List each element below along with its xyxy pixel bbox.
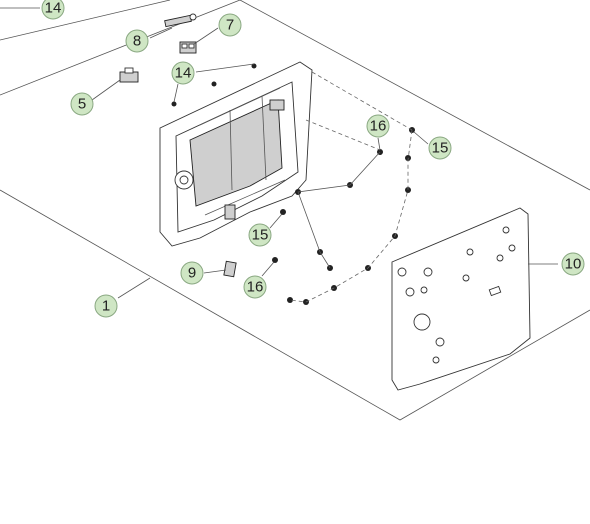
callout-label: 1 [102, 298, 110, 315]
assembly-paths [289, 71, 413, 303]
bracket-part-5 [119, 67, 139, 83]
callout-5: 5 [70, 92, 94, 116]
callout-label: 10 [565, 256, 582, 273]
callout-label: 16 [370, 118, 387, 135]
callout-14: 14 [171, 61, 195, 85]
connector-part-8 [164, 13, 197, 28]
switch-module-part-7 [179, 41, 197, 54]
water-shield-part-10 [391, 207, 531, 391]
callout-15-middle: 15 [248, 223, 272, 247]
callout-label: 14 [45, 0, 62, 17]
assembly-boundary [0, 0, 590, 421]
callout-label: 16 [247, 279, 264, 296]
callout-leaders [0, 7, 558, 299]
callout-16-upper: 16 [366, 114, 390, 138]
callout-label: 15 [252, 227, 269, 244]
callout-16-lower: 16 [243, 275, 267, 299]
callout-14-top-left: 14 [41, 0, 65, 20]
callout-10: 10 [561, 252, 585, 276]
door-trim-panel [159, 61, 313, 247]
callout-label: 8 [133, 33, 141, 50]
clip-part-9 [223, 260, 237, 278]
callout-label: 14 [175, 65, 192, 82]
callout-15-right: 15 [428, 136, 452, 160]
callout-label: 7 [226, 17, 234, 34]
callout-9: 9 [180, 261, 204, 285]
callout-1: 1 [94, 294, 118, 318]
callout-label: 15 [432, 140, 449, 157]
callout-label: 9 [188, 265, 196, 282]
callout-7: 7 [218, 13, 242, 37]
callout-8: 8 [125, 29, 149, 53]
callout-label: 5 [78, 96, 86, 113]
